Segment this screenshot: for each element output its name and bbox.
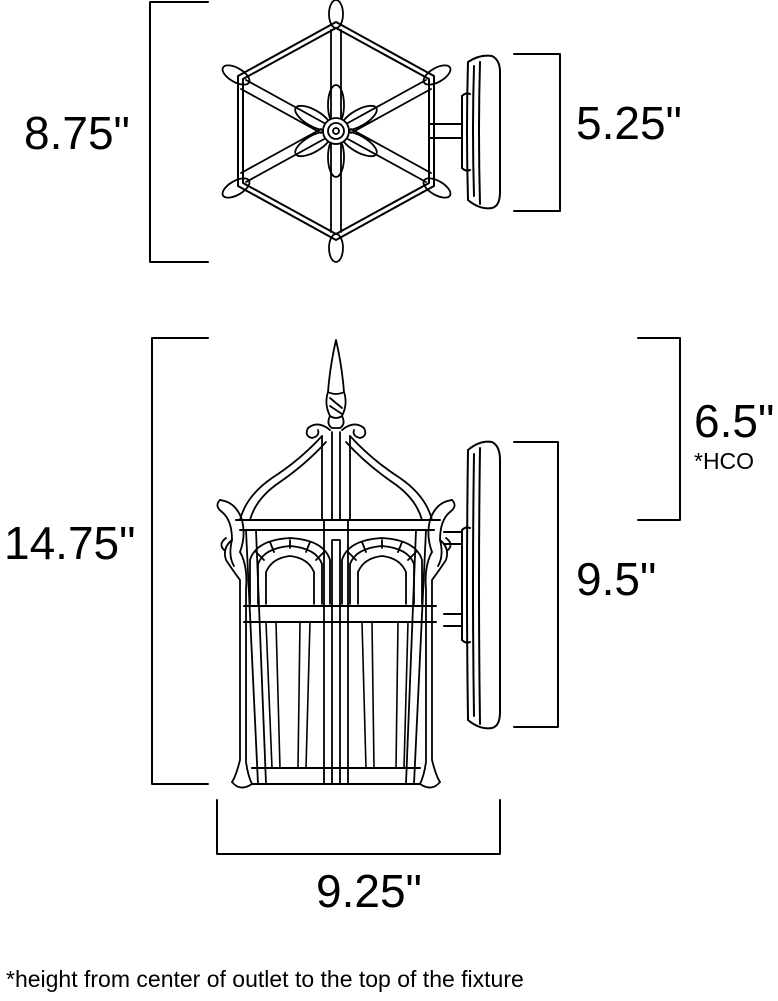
backplate-height-label: 9.5" [576,553,657,605]
top-frame-band [235,519,441,531]
overall-width-bracket [216,799,501,855]
overall-height-bracket [151,337,209,785]
overall-height-label: 14.75" [4,517,136,569]
top-view-backplate [461,54,501,210]
backplate-width-label: 5.25" [576,97,682,149]
front-mount-arm [443,531,463,627]
top-view [149,0,561,263]
center-post [323,519,349,785]
top-view-hexagon [237,21,435,241]
top-view-mount-arm [429,123,463,139]
arch-windows [249,537,423,605]
left-scroll-post [216,499,253,789]
backplate-height-bracket [513,441,559,728]
top-view-finial-tips [221,0,452,263]
top-depth-label: 8.75" [24,107,130,159]
glass-bars [265,621,409,769]
front-view [151,337,681,855]
overall-width-label: 9.25" [316,865,422,917]
top-view-arms [240,29,432,233]
footnote: *height from center of outlet to the top… [6,966,524,992]
right-scroll-post [419,499,456,789]
front-view-backplate [461,440,501,730]
backplate-width-bracket [513,53,561,212]
bottom-frame [251,767,421,785]
outlet-height-label: 6.5" [694,395,775,447]
outlet-height-bracket [637,337,681,521]
finial [325,339,347,429]
top-depth-bracket [149,1,209,263]
top-view-center-rosette [294,84,378,178]
crown-scrolls [239,423,433,521]
side-panel-bars [245,529,427,785]
outlet-height-note: *HCO [694,448,755,474]
